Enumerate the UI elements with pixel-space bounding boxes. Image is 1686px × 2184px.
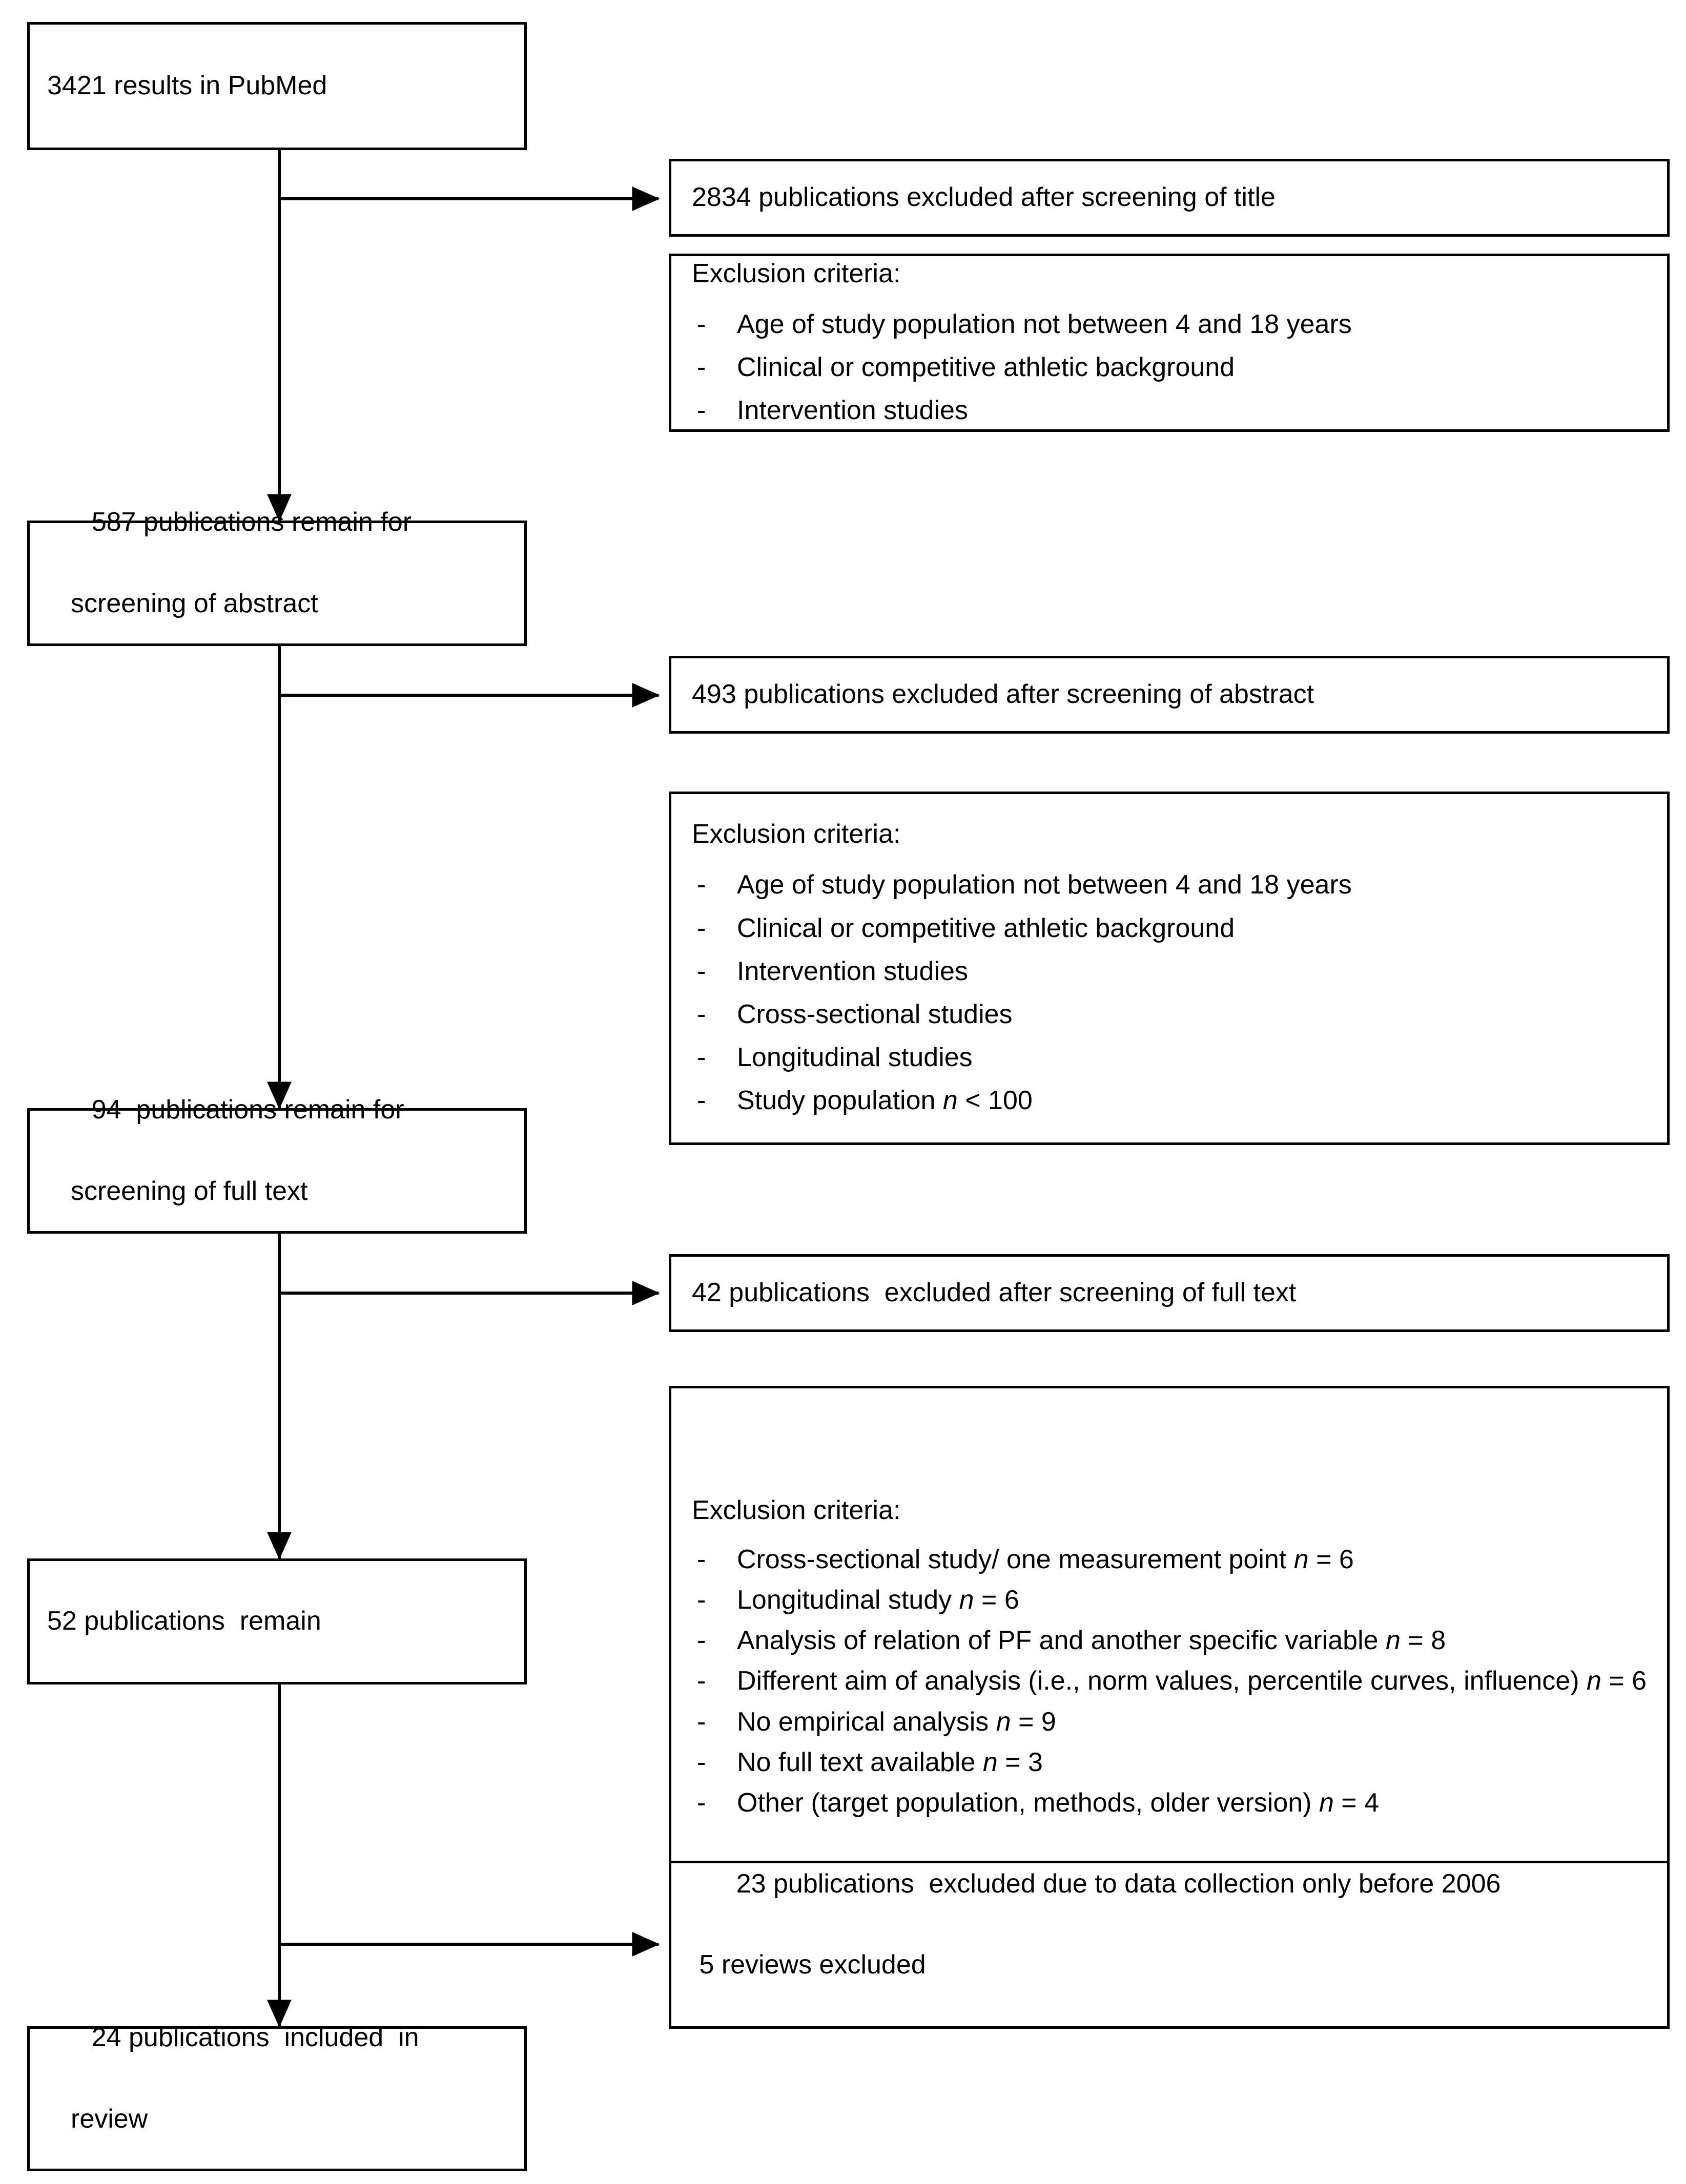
node-remain-fulltext-label-line1: 94 publications remain for [91,1095,404,1125]
list-item-label: No empirical analysis n = 9 [737,1707,1056,1737]
node-results-in-pubmed: 3421 results in PubMed [27,22,527,150]
list-item: -Other (target population, methods, olde… [692,1783,1655,1823]
list-item: - Clinical or competitive athletic backgr… [692,346,1655,389]
list-item: - Study population n < 100 [692,1079,1655,1122]
list-item: - Cross-sectional studies [692,993,1655,1036]
node-exclusion-criteria-1: Exclusion criteria: - Age of study popula… [669,254,1670,432]
exclusion-criteria-3-list: - Cross-sectional study/ one measurement … [671,1540,1667,1823]
node-excluded-fulltext-screening: 42 publications excluded after screening… [669,1254,1670,1332]
node-remain-fulltext-label-line2: screening of full text [71,1176,308,1206]
list-item: - Clinical or competitive athletic backgr… [692,907,1655,950]
node-remain-abstract: 587 publications remain for screening of… [27,507,527,646]
bullet-dash-icon: - [697,1086,706,1116]
list-item: - Longitudinal studies [692,1036,1655,1079]
node-remain-fulltext: 94 publications remain for screening of … [27,1095,527,1234]
bullet-dash-icon: - [697,1666,706,1696]
bullet-dash-icon: - [697,913,706,943]
list-item-label: Other (target population, methods, older… [737,1787,1380,1818]
node-included-in-review-label-line2: review [71,2104,148,2134]
node-excluded-abstract-screening: 493 publications excluded after screenin… [669,656,1670,734]
list-item: - Age of study population not between 4 a… [692,303,1655,346]
list-item-label: Longitudinal study n = 6 [737,1585,1019,1615]
list-item-label: Intervention studies [737,956,968,986]
list-item: - Longitudinal study n = 6 [692,1580,1655,1620]
node-included-in-review-label-line1: 24 publications included in [91,2023,419,2053]
list-item-label: Analysis of relation of PF and another s… [737,1626,1446,1656]
node-excluded-final-label-line1: 23 publications excluded due to data col… [736,1868,1501,1899]
list-item-label: Cross-sectional studies [737,1000,1013,1029]
bullet-dash-icon: - [697,1626,706,1656]
bullet-dash-icon: - [697,352,706,382]
list-item-label: Clinical or competitive athletic backgro… [737,913,1235,943]
node-excluded-title-screening: 2834 publications excluded after screeni… [669,159,1670,237]
node-excluded-title-screening-label: 2834 publications excluded after screeni… [692,182,1276,213]
list-item: - Cross-sectional study/ one measurement … [692,1540,1655,1580]
list-item: - Intervention studies [692,389,1655,432]
list-item: - No empirical analysis n = 9 [692,1702,1655,1742]
bullet-dash-icon: - [697,870,706,900]
bullet-dash-icon: - [697,1585,706,1615]
bullet-dash-icon: - [697,956,706,986]
node-publications-remain-label: 52 publications remain [47,1606,321,1636]
list-item-label: Study population n < 100 [737,1086,1033,1116]
node-remain-abstract-label-line1: 587 publications remain for [91,507,412,537]
list-item: - Different aim of analysis (i.e., norm v… [692,1661,1655,1701]
node-results-in-pubmed-label: 3421 results in PubMed [47,71,327,101]
list-item-label: Intervention studies [737,396,968,426]
bullet-dash-icon: - [697,1787,706,1818]
exclusion-criteria-3-title: Exclusion criteria: [692,1495,901,1526]
list-item-label: Clinical or competitive athletic backgro… [737,352,1235,382]
bullet-dash-icon: - [697,1043,706,1073]
list-item-label: Cross-sectional study/ one measurement p… [737,1545,1354,1575]
node-publications-remain: 52 publications remain [27,1558,527,1684]
node-excluded-abstract-screening-label: 493 publications excluded after screenin… [692,679,1314,710]
bullet-dash-icon: - [697,1707,706,1737]
node-excluded-final-label-line2: 5 reviews excluded [692,1950,926,1980]
node-exclusion-criteria-3: Exclusion criteria: - Cross-sectional stu… [669,1386,1670,1928]
bullet-dash-icon: - [697,1000,706,1029]
list-item-label: Longitudinal studies [737,1043,973,1073]
bullet-dash-icon: - [697,309,706,339]
list-item: - Age of study population not between 4 a… [692,863,1655,906]
list-item-label: No full text available n = 3 [737,1747,1043,1777]
node-excluded-final: 23 publications excluded due to data col… [669,1861,1670,2029]
node-included-in-review: 24 publications included in review [27,2023,527,2171]
bullet-dash-icon: - [697,1747,706,1777]
list-item-label: Different aim of analysis (i.e., norm va… [737,1666,1647,1696]
exclusion-criteria-1-list: - Age of study population not between 4 a… [671,303,1667,432]
list-item-label: Age of study population not between 4 an… [737,870,1352,900]
list-item: - No full text available n = 3 [692,1742,1655,1783]
node-exclusion-criteria-2: Exclusion criteria: - Age of study popula… [669,792,1670,1145]
exclusion-criteria-1-title: Exclusion criteria: [692,258,901,288]
list-item-label: Age of study population not between 4 an… [737,309,1352,339]
bullet-dash-icon: - [697,396,706,426]
list-item: - Intervention studies [692,950,1655,993]
exclusion-criteria-2-list: - Age of study population not between 4 a… [671,863,1667,1122]
exclusion-criteria-2-title: Exclusion criteria: [692,819,901,849]
bullet-dash-icon: - [697,1545,706,1575]
list-item: - Analysis of relation of PF and another … [692,1620,1655,1661]
node-excluded-fulltext-screening-label: 42 publications excluded after screening… [692,1278,1297,1308]
node-remain-abstract-label-line2: screening of abstract [71,588,318,618]
